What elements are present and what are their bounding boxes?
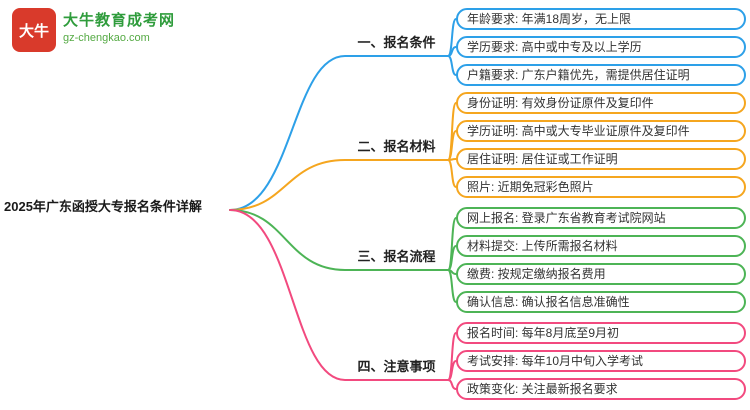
site-name: 大牛教育成考网 (63, 12, 176, 29)
logo-icon-text: 大牛 (18, 22, 49, 40)
branch-registration-process: 三、报名流程 (345, 249, 448, 271)
daniu-logo-icon: 大牛 (12, 8, 56, 52)
leaf-registration-time: 报名时间: 每年8月底至9月初 (456, 322, 746, 344)
leaf-id-proof: 身份证明: 有效身份证原件及复印件 (456, 92, 746, 114)
leaf-info-confirmation: 确认信息: 确认报名信息准确性 (456, 291, 746, 313)
branch-registration-materials: 二、报名材料 (345, 139, 448, 161)
leaf-payment: 缴费: 按规定缴纳报名费用 (456, 263, 746, 285)
site-logo: 大牛 大牛教育成考网 gz-chengkao.com (12, 8, 175, 52)
leaf-age-requirement: 年龄要求: 年满18周岁，无上限 (456, 8, 746, 30)
leaf-education-proof: 学历证明: 高中或大专毕业证原件及复印件 (456, 120, 746, 142)
leaf-education-requirement: 学历要求: 高中或中专及以上学历 (456, 36, 746, 58)
leaf-online-registration: 网上报名: 登录广东省教育考试院网站 (456, 207, 746, 229)
branch-notes: 四、注意事项 (345, 359, 448, 381)
mindmap-root-title: 2025年广东函授大专报名条件详解 (4, 199, 202, 214)
leaf-exam-schedule: 考试安排: 每年10月中旬入学考试 (456, 350, 746, 372)
leaf-photo: 照片: 近期免冠彩色照片 (456, 176, 746, 198)
branch-registration-conditions: 一、报名条件 (345, 35, 448, 57)
site-url: gz-chengkao.com (63, 32, 150, 44)
leaf-material-submission: 材料提交: 上传所需报名材料 (456, 235, 746, 257)
logo-text-block: 大牛教育成考网 gz-chengkao.com (63, 8, 175, 46)
leaf-policy-changes: 政策变化: 关注最新报名要求 (456, 378, 746, 400)
leaf-residence-proof: 居住证明: 居住证或工作证明 (456, 148, 746, 170)
leaf-residency-requirement: 户籍要求: 广东户籍优先，需提供居住证明 (456, 64, 746, 86)
